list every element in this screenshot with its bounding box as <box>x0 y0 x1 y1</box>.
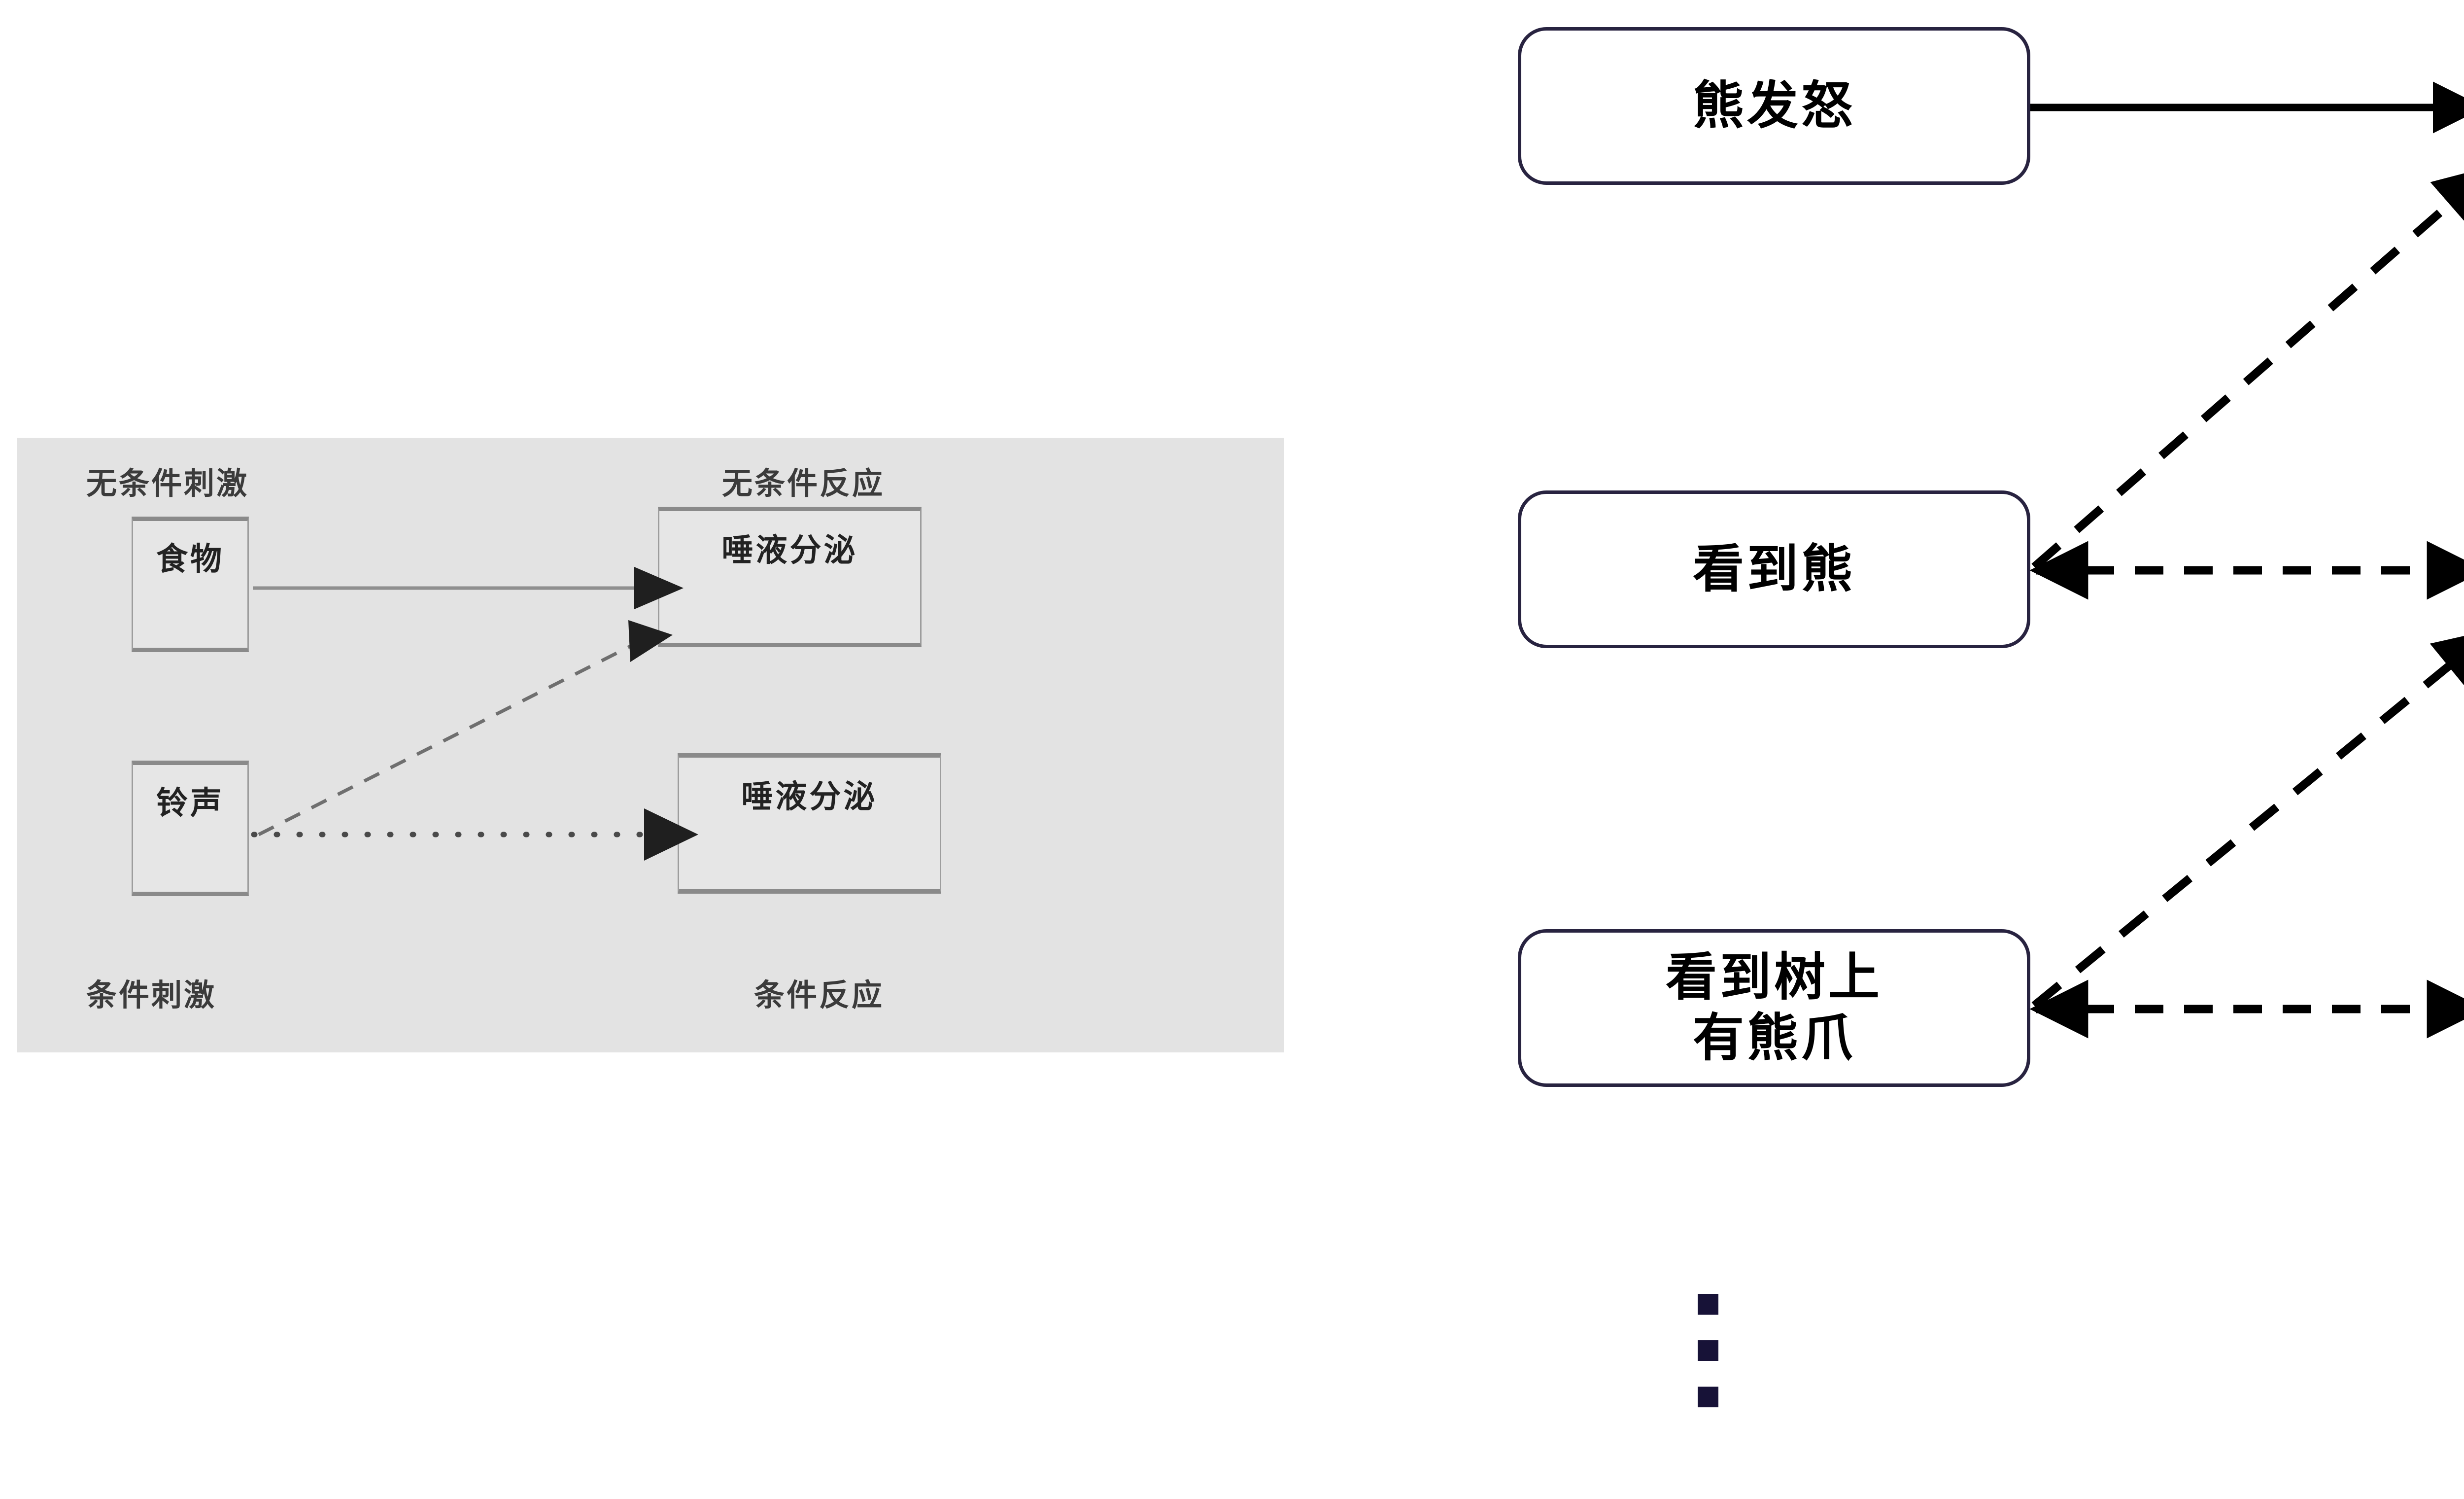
pavlov-box-saliva-conditioned: 唾液分泌 <box>678 753 941 894</box>
pavlov-box-bell: 铃声 <box>132 761 249 896</box>
label-conditioned-response: 条件反应 <box>754 978 885 1012</box>
pavlov-box-bell-label: 铃声 <box>156 785 224 821</box>
pavlov-box-food-label: 食物 <box>156 541 224 577</box>
label-unconditioned-response: 无条件反应 <box>722 467 885 501</box>
label-conditioned-stimulus: 条件刺激 <box>86 978 217 1012</box>
pavlov-conditioning-panel: 无条件刺激 无条件反应 条件刺激 条件反应 食物 铃声 唾液分泌 唾液分泌 <box>17 438 1284 1052</box>
pavlov-box-saliva-unconditioned-label: 唾液分泌 <box>721 532 858 568</box>
rl-state-box-bear-claw-on-tree-label: 看到树上 有熊爪 <box>1665 949 1882 1067</box>
pavlov-arrow-bell-to-saliva-conditioned <box>251 808 698 861</box>
pavlov-arrow-food-to-saliva <box>253 567 684 609</box>
rl-connectors-and-loop <box>2029 81 2464 1039</box>
rl-value-diagram-panel: 熊发怒 看到熊 看到树上 有熊爪 奖励 V(s′) V(s) <box>1429 0 2464 1499</box>
ellipsis-dot <box>1698 1340 1718 1361</box>
pavlov-box-saliva-unconditioned: 唾液分泌 <box>658 507 922 647</box>
ellipsis-dot <box>1698 1387 1718 1407</box>
rl-state-box-bear-angry[interactable]: 熊发怒 <box>1518 27 2030 185</box>
pavlov-arrow-bell-to-saliva-unconditioned <box>258 620 673 837</box>
rl-state-box-see-bear[interactable]: 看到熊 <box>1518 490 2030 648</box>
pavlov-box-food: 食物 <box>132 517 249 652</box>
rl-state-box-see-bear-label: 看到熊 <box>1692 540 1855 598</box>
ellipsis-dot <box>1698 1294 1718 1315</box>
rl-arrow-see-bear-to-reward <box>2031 166 2464 570</box>
rl-state-box-bear-claw-on-tree[interactable]: 看到树上 有熊爪 <box>1518 929 2030 1087</box>
pavlov-box-saliva-conditioned-label: 唾液分泌 <box>741 779 878 814</box>
pavlov-connectors <box>251 567 698 861</box>
rl-ellipsis-states <box>1698 1294 1718 1433</box>
label-unconditioned-stimulus: 无条件刺激 <box>86 467 249 501</box>
rl-state-box-bear-angry-label: 熊发怒 <box>1692 77 1855 135</box>
rl-arrow-bear-claw-to-v-s-prime <box>2031 629 2464 1009</box>
